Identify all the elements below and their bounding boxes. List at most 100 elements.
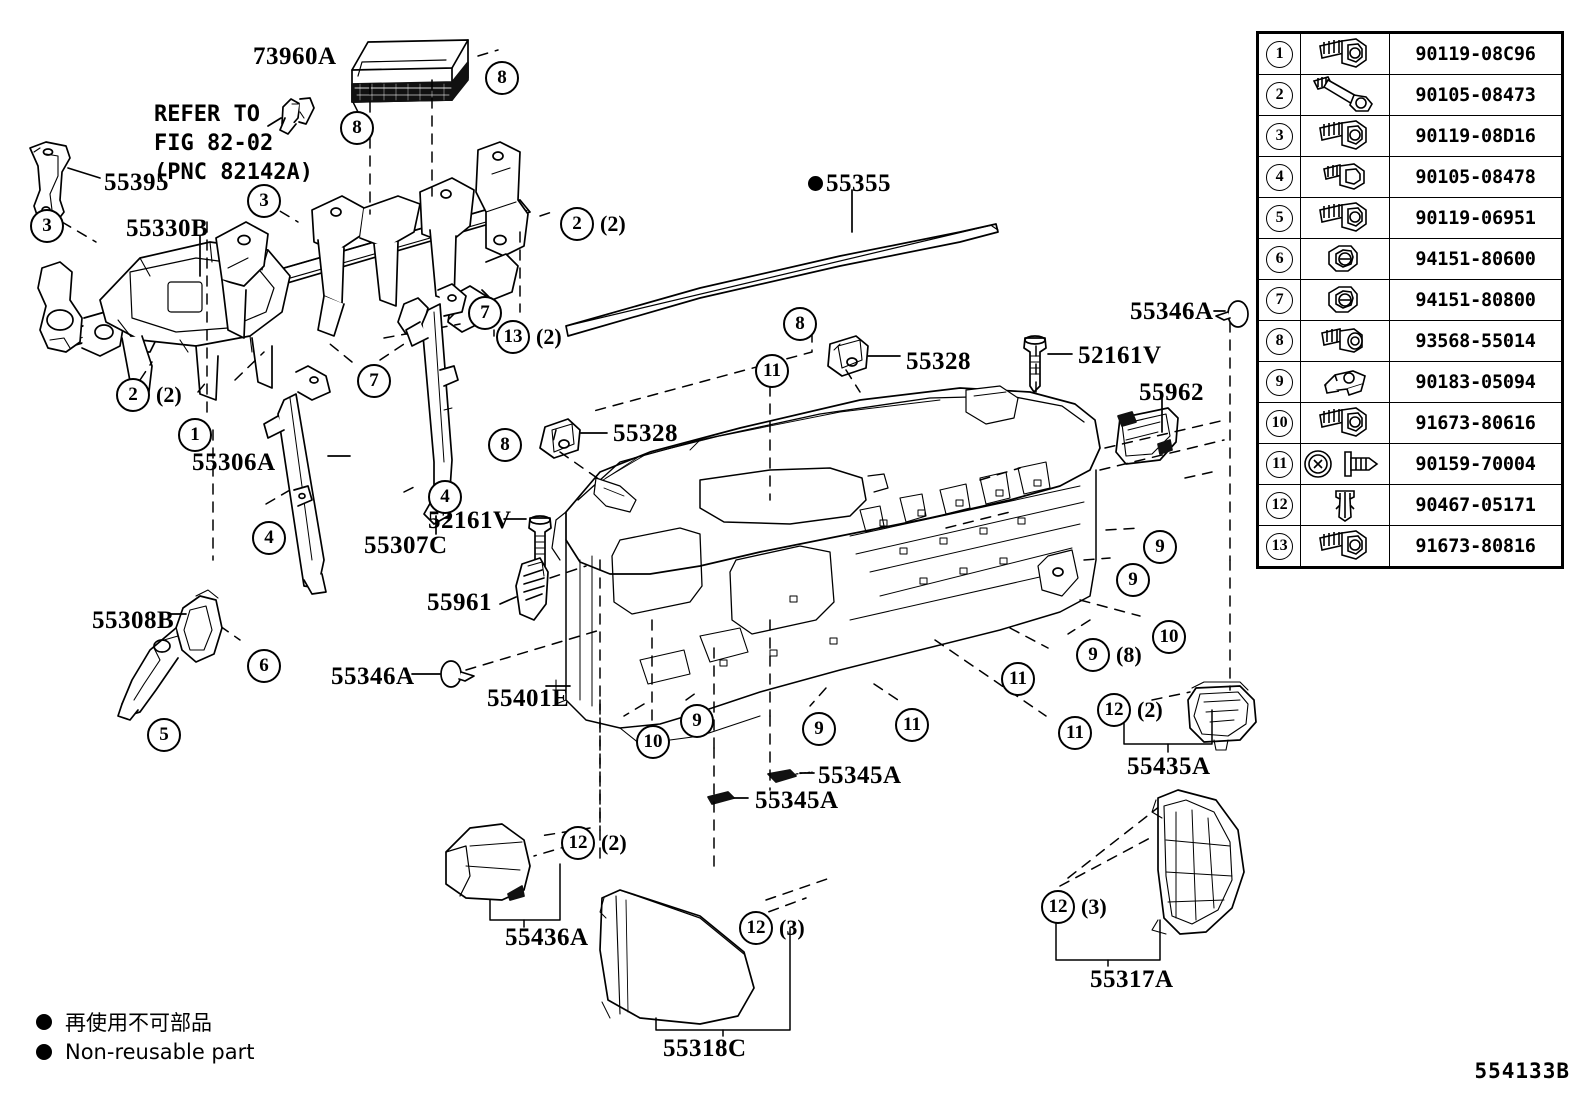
screw-grommet-pair-icon bbox=[1300, 443, 1391, 485]
callout-9[interactable]: 9 bbox=[802, 712, 836, 746]
callout-4[interactable]: 4 bbox=[252, 521, 286, 555]
callout-8[interactable]: 8 bbox=[783, 307, 817, 341]
callout-9[interactable]: 9 bbox=[1076, 638, 1110, 672]
callout-8[interactable]: 8 bbox=[340, 111, 374, 145]
callout-8[interactable]: 8 bbox=[485, 61, 519, 95]
parts-table-item-number-cell: 13 bbox=[1257, 525, 1302, 567]
callout-qty-2: (2) bbox=[600, 211, 626, 236]
figure-id: 554133B bbox=[1474, 1059, 1570, 1083]
part-55328-lower-shape bbox=[539, 418, 581, 459]
part-label-55395: 55395 bbox=[104, 169, 169, 196]
parts-table-item-number-cell: 12 bbox=[1257, 484, 1302, 526]
callout-12[interactable]: 12 bbox=[1041, 890, 1075, 924]
bracket-55436A bbox=[489, 863, 561, 921]
parts-table-item-number-cell: 10 bbox=[1257, 402, 1302, 444]
callout-12[interactable]: 12 bbox=[739, 911, 773, 945]
part-55345A-lower-shape bbox=[707, 791, 735, 805]
part-label-55962: 55962 bbox=[1139, 379, 1204, 406]
parts-table-part-number-cell: 90105-08478 bbox=[1389, 156, 1562, 198]
callout-number-badge: 11 bbox=[1266, 450, 1294, 478]
nonreusable-dot-icon bbox=[36, 1044, 52, 1060]
part-label-55318C: 55318C bbox=[663, 1035, 747, 1062]
callout-qty-12a: (2) bbox=[1137, 697, 1163, 722]
leader-55961 bbox=[499, 596, 517, 605]
callout-number-badge: 12 bbox=[1266, 491, 1294, 519]
callout-13[interactable]: 13 bbox=[496, 320, 530, 354]
callout-number-badge: 6 bbox=[1266, 245, 1294, 273]
hex-flange-bolt-icon bbox=[1300, 197, 1391, 239]
callout-5[interactable]: 5 bbox=[147, 718, 181, 752]
callout-qty-12d: (3) bbox=[1081, 894, 1107, 919]
parts-table-part-number-cell: 94151-80600 bbox=[1389, 238, 1562, 280]
part-label-55317A: 55317A bbox=[1090, 966, 1174, 993]
callout-6[interactable]: 6 bbox=[247, 649, 281, 683]
callout-9[interactable]: 9 bbox=[1116, 563, 1150, 597]
callout-7[interactable]: 7 bbox=[468, 296, 502, 330]
part-55306A-shape bbox=[263, 365, 331, 595]
callout-number-badge: 2 bbox=[1266, 81, 1294, 109]
legend: 再使用不可部品 Non-reusable part bbox=[36, 1007, 254, 1067]
callout-11[interactable]: 11 bbox=[755, 354, 789, 388]
callout-qty-12b: (2) bbox=[601, 830, 627, 855]
legend-row-japanese: 再使用不可部品 bbox=[36, 1007, 254, 1037]
callout-12[interactable]: 12 bbox=[1097, 693, 1131, 727]
part-55436A-shape bbox=[445, 823, 531, 901]
part-label-55355: 55355 bbox=[826, 170, 891, 197]
callout-2[interactable]: 2 bbox=[116, 378, 150, 412]
parts-table-part-number-cell: 91673-80816 bbox=[1389, 525, 1562, 567]
parts-table-part-number-cell: 90119-08D16 bbox=[1389, 115, 1562, 157]
parts-table-part-number-cell: 90183-05094 bbox=[1389, 361, 1562, 403]
callout-12[interactable]: 12 bbox=[561, 826, 595, 860]
callout-qty-2b: (2) bbox=[156, 382, 182, 407]
parts-table-part-number-cell: 93568-55014 bbox=[1389, 320, 1562, 362]
callout-10[interactable]: 10 bbox=[636, 725, 670, 759]
part-label-55308B: 55308B bbox=[92, 607, 175, 634]
parts-table-row: 8 93568-55014 bbox=[1257, 320, 1562, 362]
callout-3[interactable]: 3 bbox=[247, 184, 281, 218]
callout-number-badge: 3 bbox=[1266, 122, 1294, 150]
callout-4[interactable]: 4 bbox=[428, 480, 462, 514]
refer-line-1: REFER TO bbox=[154, 102, 260, 127]
flange-nut-icon bbox=[1300, 279, 1391, 321]
parts-table-row: 13 91673-80816 bbox=[1257, 525, 1562, 567]
callout-1[interactable]: 1 bbox=[178, 418, 212, 452]
part-55345A-upper-shape bbox=[767, 769, 813, 783]
callout-9[interactable]: 9 bbox=[1143, 530, 1177, 564]
callout-7[interactable]: 7 bbox=[357, 364, 391, 398]
legend-row-english: Non-reusable part bbox=[36, 1037, 254, 1067]
part-label-73960A: 73960A bbox=[253, 43, 337, 70]
part-55355-shape bbox=[565, 223, 999, 337]
parts-table-item-number-cell: 2 bbox=[1257, 74, 1302, 116]
callout-qty-12c: (3) bbox=[779, 915, 805, 940]
callout-3[interactable]: 3 bbox=[30, 209, 64, 243]
callout-number-badge: 5 bbox=[1266, 204, 1294, 232]
callout-number-badge: 8 bbox=[1266, 327, 1294, 355]
stud-bolt-icon bbox=[1300, 320, 1391, 362]
part-55346A-left-shape bbox=[440, 660, 475, 688]
tapping-screw-icon bbox=[1300, 525, 1391, 567]
callout-8[interactable]: 8 bbox=[488, 428, 522, 462]
part-label-52161V-right: 52161V bbox=[1078, 342, 1162, 369]
callout-number-badge: 1 bbox=[1266, 40, 1294, 68]
parts-table-row: 9 90183-05094 bbox=[1257, 361, 1562, 403]
refer-to-note: REFER TO FIG 82-02 (PNC 82142A) bbox=[154, 100, 313, 187]
callout-qty-9: (8) bbox=[1116, 642, 1142, 667]
parts-table-part-number-cell: 90159-70004 bbox=[1389, 443, 1562, 485]
callout-11[interactable]: 11 bbox=[1058, 716, 1092, 750]
part-label-55328-lower: 55328 bbox=[613, 420, 678, 447]
parts-table-item-number-cell: 5 bbox=[1257, 197, 1302, 239]
part-label-55435A: 55435A bbox=[1127, 753, 1211, 780]
callout-10[interactable]: 10 bbox=[1152, 620, 1186, 654]
hex-flange-bolt-icon bbox=[1300, 115, 1391, 157]
callout-11[interactable]: 11 bbox=[1001, 662, 1035, 696]
callout-11[interactable]: 11 bbox=[895, 708, 929, 742]
callout-2[interactable]: 2 bbox=[560, 207, 594, 241]
parts-table-item-number-cell: 9 bbox=[1257, 361, 1302, 403]
callout-9[interactable]: 9 bbox=[680, 704, 714, 738]
refer-line-2: FIG 82-02 bbox=[154, 131, 274, 157]
